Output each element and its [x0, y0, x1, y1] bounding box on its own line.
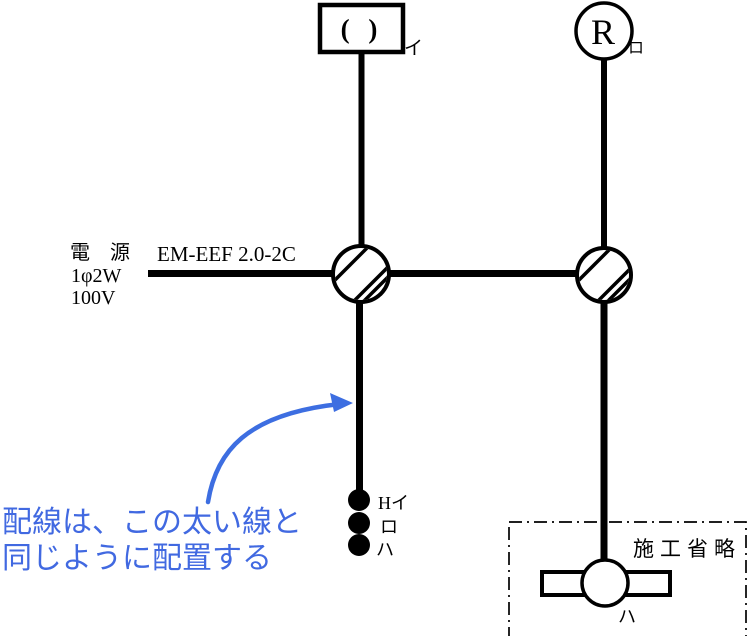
annotation-arrowhead-icon: [330, 393, 353, 412]
ceiling-rosette-label: イ: [404, 38, 423, 59]
annotation-line-2: 同じように配置する: [2, 542, 272, 575]
ceiling-rosette-glyph: ( ): [341, 14, 384, 44]
junction-box-left-hatch: [335, 248, 387, 300]
power-source-voltage: 100V: [71, 287, 116, 309]
junction-box-right-hatch: [579, 250, 629, 300]
annotation-arrow-icon: [205, 401, 343, 505]
junction-box-right-icon: [575, 246, 633, 304]
switch-dot-1-icon: [348, 489, 370, 511]
device-r-glyph: R: [591, 12, 615, 52]
device-r-label: ロ: [628, 40, 644, 57]
lamp-label: ハ: [618, 607, 636, 627]
omitted-area-caption: 施工省略: [633, 537, 741, 561]
cable-type-label: EM-EEF 2.0-2C: [157, 242, 296, 266]
switch-dot-3-icon: [348, 534, 370, 556]
power-source-phase: 1φ2W: [71, 265, 122, 287]
switch-dot-2-icon: [348, 512, 370, 534]
ceiling-rosette-icon: [317, 2, 406, 55]
device-r-icon: [574, 1, 634, 61]
lamp-circle-icon: [580, 558, 630, 608]
power-source-title: 電 源: [70, 241, 130, 264]
switch-label-3: ハ: [376, 540, 394, 560]
omitted-area-box: [508, 521, 747, 636]
switch-label-1: Hイ: [378, 493, 409, 513]
annotation-line-1: 配線は、この太い線と: [2, 506, 302, 539]
switch-label-2: ロ: [380, 517, 398, 537]
